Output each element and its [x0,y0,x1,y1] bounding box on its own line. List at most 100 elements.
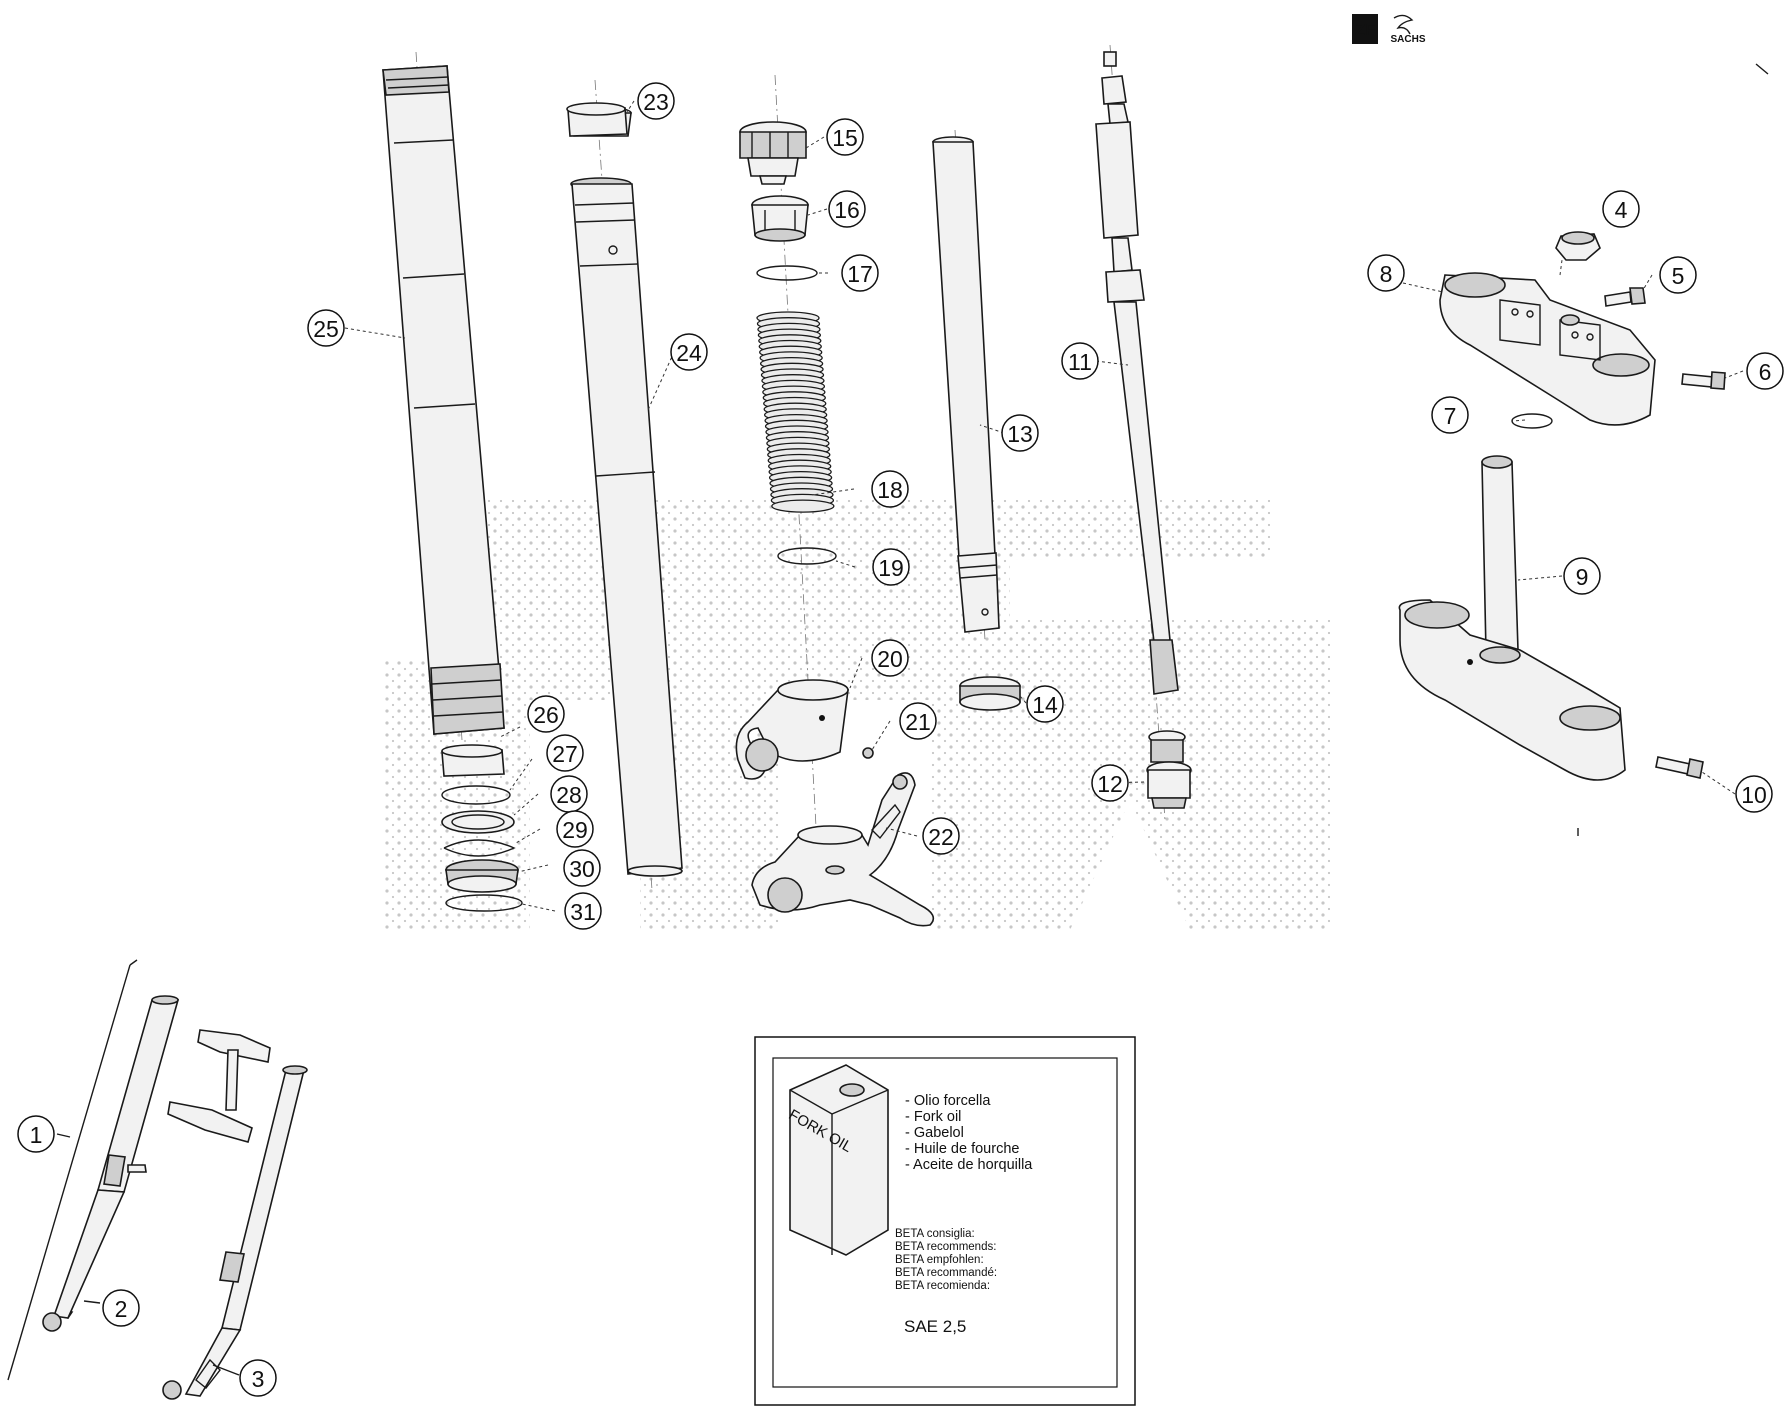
callouts: 1234567891011121314151617181920212223242… [17,82,1784,1397]
callout-circle [922,817,960,855]
dust-seal-30 [445,859,519,893]
callout-circle [527,695,565,733]
callout-28: 28 [550,775,588,813]
nut-4 [1555,231,1601,261]
callout-number: 10 [1741,782,1767,808]
callout-circle [872,548,910,586]
callout-16: 16 [828,190,866,228]
upper-clamp-8 [1439,272,1656,426]
callout-circle [871,470,909,508]
recommends-4: BETA recommandé: [895,1267,997,1279]
seal-stack [441,744,523,912]
callout-number: 12 [1097,771,1123,797]
callout-number: 7 [1444,403,1457,429]
callout-25: 25 [307,309,345,347]
callout-number: 15 [832,125,858,151]
spring-seat-16 [751,195,809,242]
callout-circle [1061,342,1099,380]
callout-number: 29 [562,817,588,843]
oil-name-5: - Aceite de horquilla [905,1157,1033,1173]
callout-number: 16 [834,197,860,223]
callout-18: 18 [871,470,909,508]
callout-circle [841,254,879,292]
callout-12: 12 [1091,764,1129,802]
clip-29 [443,839,516,857]
callout-circle [1602,190,1640,228]
axle-clamp-20 [735,679,849,780]
oil-name-2: - Fork oil [905,1109,961,1125]
callout-29: 29 [556,810,594,848]
callout-circle [1001,414,1039,452]
callout-circle [239,1359,277,1397]
callout-circle [556,810,594,848]
callout-8: 8 [1367,254,1405,292]
callout-number: 14 [1032,692,1058,718]
callout-1: 1 [17,1115,55,1153]
callout-5: 5 [1659,256,1697,294]
callout-circle [564,892,602,930]
cartridge-tube-13 [932,129,1000,641]
callout-24: 24 [670,333,708,371]
callout-circle [1746,352,1784,390]
callout-number: 9 [1576,564,1589,590]
callout-circle [307,309,345,347]
callout-number: 25 [313,316,339,342]
callout-circle [871,639,909,677]
callout-14: 14 [1026,685,1064,723]
callout-number: 6 [1759,359,1772,385]
assembled-fork-set [7,959,308,1400]
ring-19 [777,547,837,565]
guide-bush-23 [566,102,628,137]
callout-30: 30 [563,849,601,887]
callout-number: 22 [928,824,954,850]
callout-3: 3 [239,1359,277,1397]
recommendation-list: BETA consiglia: BETA recommends: BETA em… [895,1228,997,1292]
callout-number: 2 [115,1296,128,1322]
callout-number: 3 [252,1366,265,1392]
callout-number: 20 [877,646,903,672]
callout-11: 11 [1061,342,1099,380]
callout-13: 13 [1001,414,1039,452]
callout-number: 4 [1615,197,1628,223]
top-cap-15 [739,74,821,901]
washer-27 [441,785,511,805]
lower-clamp-9 [1398,455,1626,781]
bolt-10 [1655,756,1704,779]
inner-tube-24 [570,79,683,891]
callout-circle [546,734,584,772]
callout-number: 11 [1068,349,1092,375]
callout-19: 19 [872,548,910,586]
left-leg-2 [42,995,180,1332]
oil-legend: FORK OIL - Olio forcella - Fork oil - Ga… [754,1036,1136,1406]
callout-17: 17 [841,254,879,292]
callout-number: 18 [877,477,903,503]
callout-number: 8 [1380,261,1393,287]
recommends-5: BETA recomienda: [895,1280,990,1292]
callout-circle [637,82,675,120]
callout-number: 30 [569,856,595,882]
callout-26: 26 [527,695,565,733]
callout-22: 22 [922,817,960,855]
washer-17 [756,265,818,281]
callout-number: 1 [30,1122,43,1148]
callout-4: 4 [1602,190,1640,228]
callout-27: 27 [546,734,584,772]
callout-number: 21 [905,709,931,735]
callout-number: 24 [676,340,702,366]
screw-21 [862,747,874,759]
oil-name-3: - Gabelol [905,1125,964,1141]
callout-circle [102,1289,140,1327]
recommends-3: BETA empfohlen: [895,1254,984,1266]
spring-coil [771,499,835,513]
sachs-name: SACHS [1390,34,1425,45]
callout-6: 6 [1746,352,1784,390]
callout-number: 26 [533,702,559,728]
callout-circle [1735,775,1773,813]
damper-rod-11 [1095,44,1179,821]
callout-circle [563,849,601,887]
callout-circle [828,190,866,228]
bolt-6 [1681,371,1726,390]
callout-circle [826,118,864,156]
callout-circle [1563,557,1601,595]
